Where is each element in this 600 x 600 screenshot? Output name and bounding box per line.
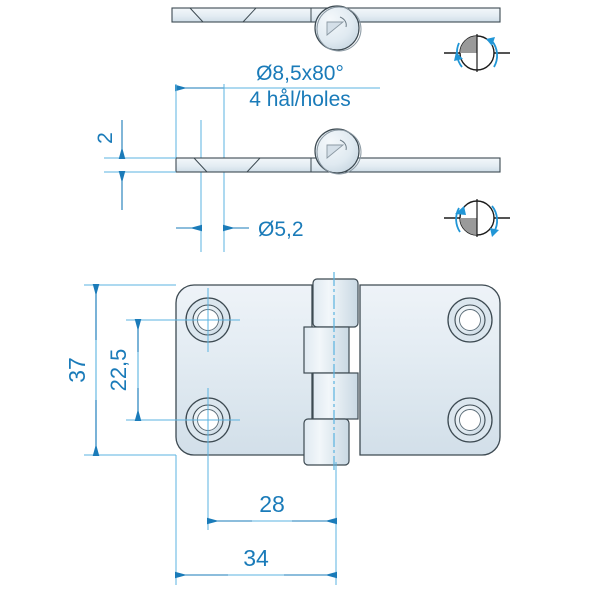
middle-knuckle-detail (326, 144, 345, 159)
hole-tr-inner (459, 309, 481, 331)
dimension-through-hole: Ø5,2 (176, 218, 304, 241)
middle-knuckle-circle (314, 128, 360, 174)
top-countersink-notch (189, 7, 257, 23)
dimension-hole-pitch: 22,5 (106, 319, 186, 421)
rotation-indicator-bottom (444, 199, 510, 237)
front-knuckle (303, 272, 359, 472)
rotation-arrowhead-bottom-right (490, 228, 499, 237)
top-edge-view (171, 5, 501, 52)
front-hole-top-right (447, 297, 493, 343)
top-knuckle-arc (339, 16, 347, 28)
top-knuckle-circle (314, 5, 360, 51)
knuckle-segment-2 (303, 326, 350, 374)
height-total-label: 37 (64, 357, 90, 383)
through-hole-label: Ø5,2 (258, 218, 304, 241)
front-hole-bottom-right (447, 397, 493, 443)
hole-count-label: 4 hål/holes (249, 88, 351, 111)
hole-pitch-label: 22,5 (106, 349, 131, 392)
knuckle-segment-1 (312, 278, 359, 328)
middle-knuckle-circle-offset (316, 129, 362, 175)
dimension-countersink: Ø8,5x80° 4 hål/holes (175, 62, 380, 111)
rotation-arrowhead-top-left (454, 52, 463, 61)
middle-countersink-notch (193, 157, 261, 173)
thickness-label: 2 (94, 132, 117, 144)
knuckle-segment-4 (303, 418, 350, 466)
rotation-shaded-quadrant-bottom (460, 218, 477, 235)
knuckle-segment-3 (312, 372, 359, 420)
middle-knuckle-arc (339, 139, 347, 151)
top-knuckle-circle-offset (316, 6, 362, 52)
rotation-arrowhead-bottom-left (455, 206, 466, 215)
width-total-label: 34 (243, 545, 269, 571)
front-hole-top-left (176, 288, 240, 352)
width-knuckle-label: 28 (259, 491, 285, 517)
hole-br-inner (459, 409, 481, 431)
rotation-arrowhead-top-right (486, 37, 495, 46)
dimension-width-knuckle: 28 (207, 420, 337, 530)
dimension-width-total: 34 (175, 455, 337, 585)
front-view (175, 272, 501, 472)
rotation-arrow-arc-bottom-left (455, 207, 461, 233)
top-knuckle-detail (326, 21, 345, 36)
middle-edge-view (175, 128, 501, 175)
rotation-shaded-quadrant-top (460, 36, 477, 53)
countersink-label: Ø8,5x80° (256, 62, 344, 85)
dimension-height-total: 37 (64, 284, 176, 456)
rotation-indicator-top (444, 34, 510, 72)
dimension-thickness: 2 (94, 120, 176, 210)
